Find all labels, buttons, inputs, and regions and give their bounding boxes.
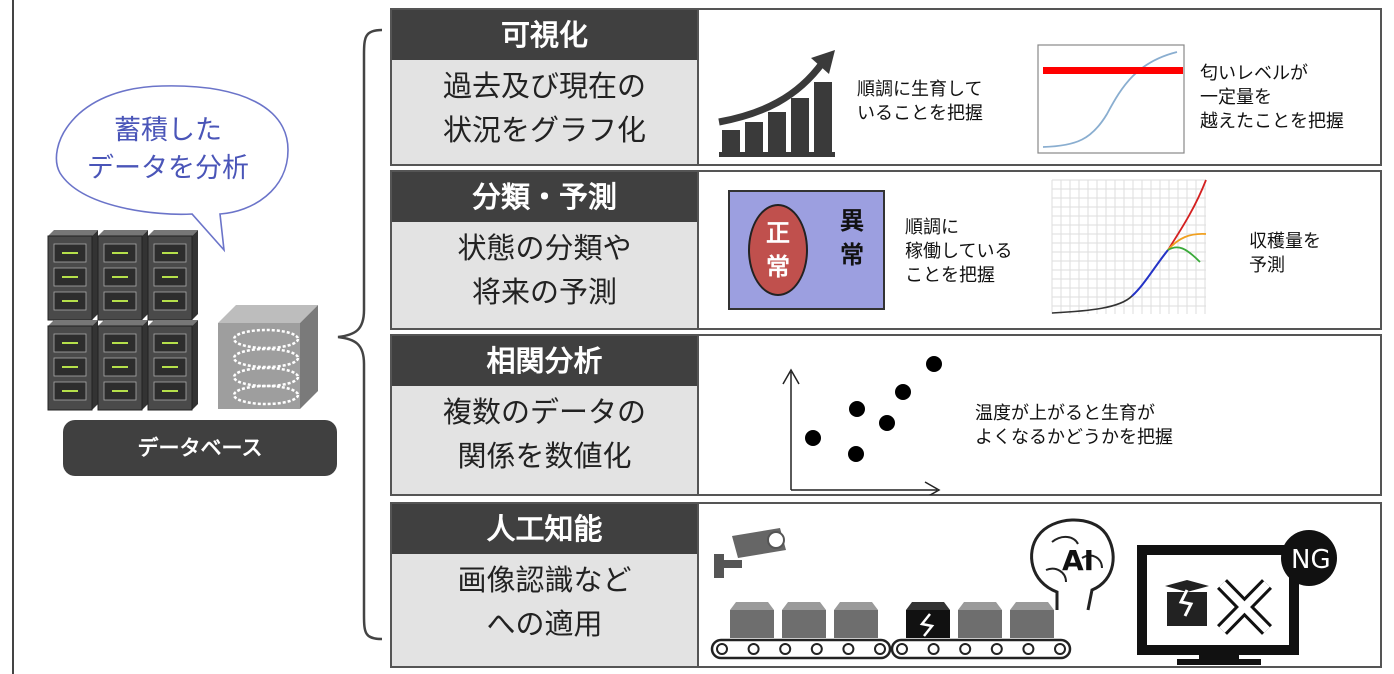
note-operation: 順調に 稼働している ことを把握	[905, 217, 1013, 286]
server-unit	[97, 320, 148, 411]
classification-box: 正 常 異 常	[728, 190, 885, 310]
abnormal-label: 異 常	[840, 207, 864, 269]
scatter-point	[926, 356, 942, 372]
row-left-panel: 可視化 過去及び現在の 状況をグラフ化	[392, 10, 699, 164]
row-description: 画像認識など への適用	[457, 563, 632, 641]
server-unit	[97, 230, 148, 321]
row-left-panel: 人工知能 画像認識など への適用	[392, 504, 699, 666]
row-title: 相関分析	[392, 336, 697, 386]
scatter-plot-icon	[782, 356, 942, 495]
database-label: データベース	[63, 420, 337, 476]
ng-text: NG	[1291, 545, 1331, 575]
server-unit	[47, 230, 98, 321]
scatter-point	[849, 401, 865, 417]
conveyor-belt-icon	[710, 602, 1072, 660]
scatter-point	[879, 415, 895, 431]
row-description: 状態の分類や 将来の予測	[457, 231, 632, 309]
database-cylinder-icon	[218, 305, 318, 409]
growth-chart-icon	[718, 50, 835, 157]
scatter-point	[805, 430, 821, 446]
camera-icon	[714, 528, 786, 578]
row-ai: 人工知能 画像認識など への適用 AI NG	[390, 502, 1382, 668]
row-classification: 分類・予測 状態の分類や 将来の予測 正 常 異 常 順調に 稼働している こと…	[390, 170, 1382, 330]
left-frame-line	[12, 0, 14, 674]
note-harvest: 収穫量を 予測	[1249, 231, 1321, 276]
ai-head-icon: AI	[1030, 518, 1115, 611]
note-correlation: 温度が上がると生育が よくなるかどうかを把握	[975, 403, 1173, 448]
scatter-point	[895, 384, 911, 400]
row-visualization: 可視化 過去及び現在の 状況をグラフ化 順調に生育して いることを把握 匂いレベ…	[390, 8, 1382, 166]
harvest-forecast-chart	[1051, 179, 1207, 314]
server-rack-icon	[47, 230, 198, 411]
bubble-text: 蓄積した データを分析	[87, 115, 249, 184]
row-description: 複数のデータの 関係を数値化	[442, 395, 646, 473]
odor-threshold-chart	[1037, 44, 1185, 154]
row-left-panel: 相関分析 複数のデータの 関係を数値化	[392, 336, 699, 494]
ai-text: AI	[1062, 544, 1094, 577]
speech-bubble	[55, 85, 289, 253]
scatter-point	[848, 446, 864, 462]
server-unit	[47, 320, 98, 411]
note-odor: 匂いレベルが 一定量を 越えたことを把握	[1200, 63, 1344, 132]
curly-brace	[337, 28, 383, 641]
row-description: 過去及び現在の 状況をグラフ化	[442, 69, 646, 147]
monitor-ng-icon: NG	[1137, 530, 1337, 665]
row-title: 分類・予測	[392, 172, 697, 222]
row-title: 人工知能	[392, 504, 697, 554]
row-left-panel: 分類・予測 状態の分類や 将来の予測	[392, 172, 699, 328]
note-growth: 順調に生育して いることを把握	[857, 79, 983, 124]
server-unit	[147, 320, 198, 411]
row-title: 可視化	[392, 10, 697, 60]
server-unit	[147, 230, 198, 321]
normal-ellipse: 正 常	[748, 204, 808, 296]
row-correlation: 相関分析 複数のデータの 関係を数値化 温度が上がると生育が よくなるかどうかを…	[390, 334, 1382, 496]
